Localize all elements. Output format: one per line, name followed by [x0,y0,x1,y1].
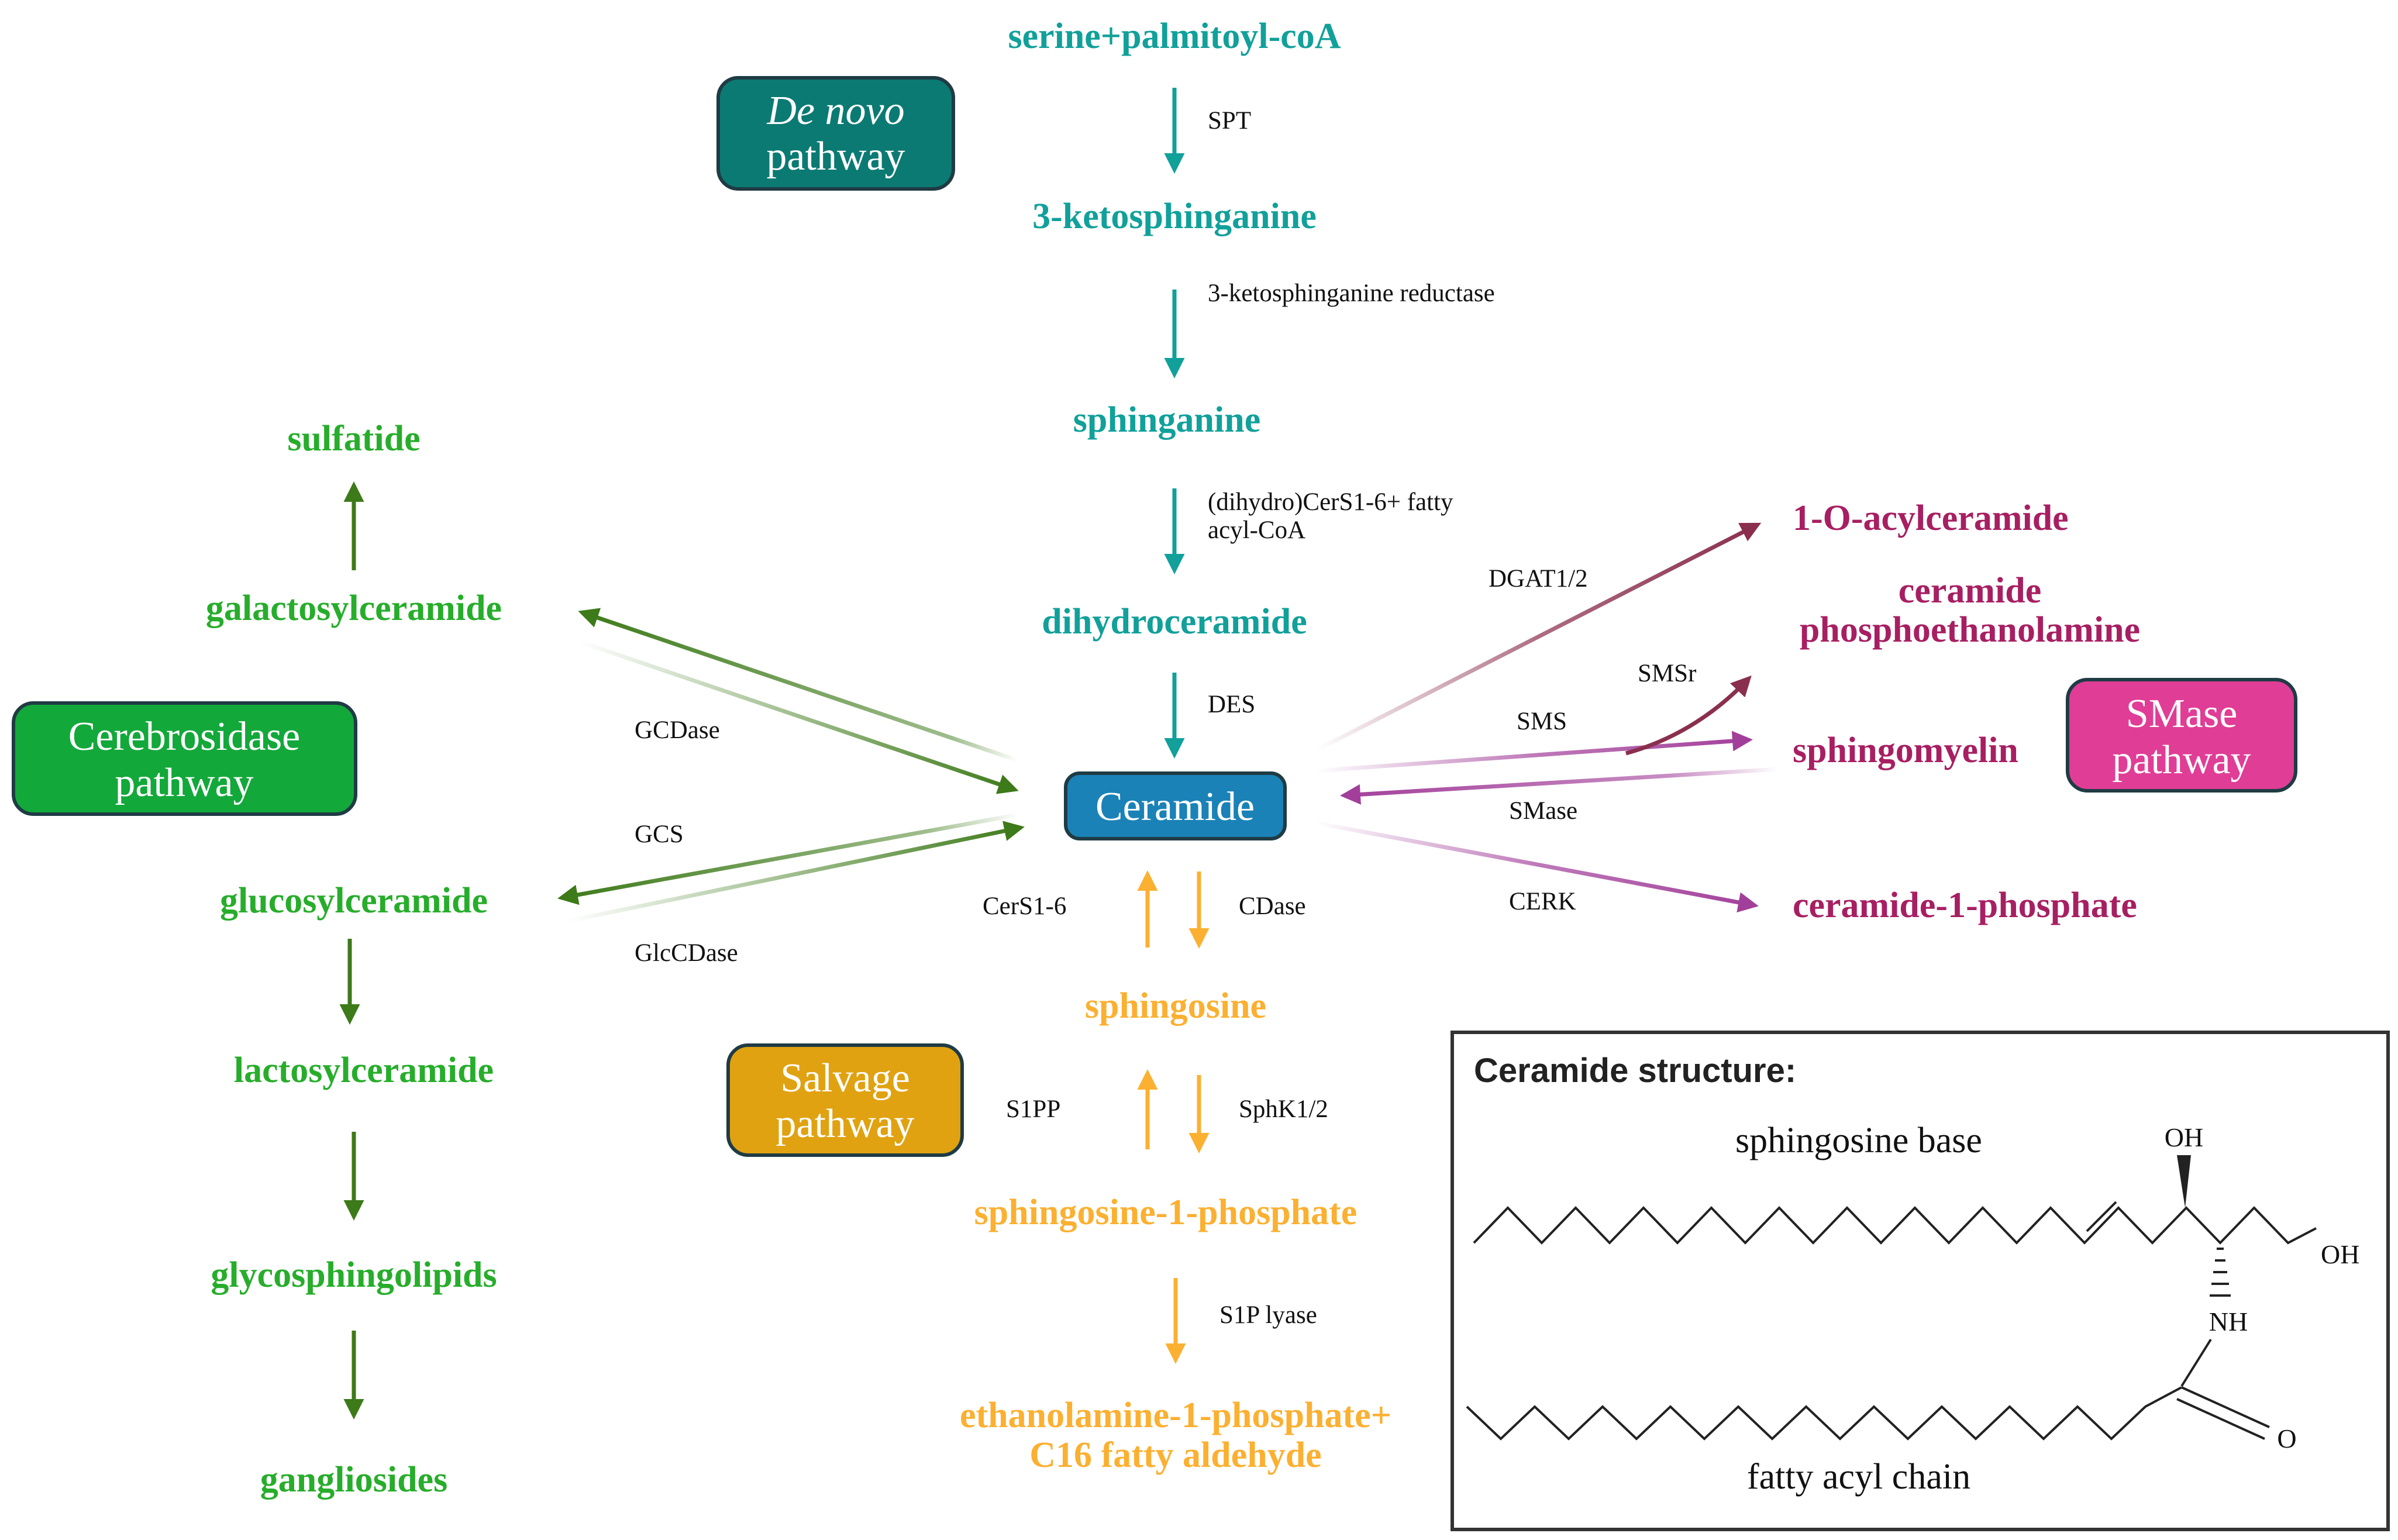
de-novo-chain: serine+palmitoyl-coA SPT 3-ketosphingani… [1008,16,1495,759]
cerk-arrow [1315,821,1759,913]
ceramide-label: Ceramide [1095,784,1255,829]
s1p-lyase-label: S1P lyase [1219,1301,1317,1329]
salvage-chain: CerS1-6 CDase sphingosine S1PP SphK1/2 s… [960,870,1391,1475]
des-label: DES [1208,691,1255,718]
sphingosine-chain [1473,1206,2317,1245]
ceramide-phosphoethanolamine-line1: ceramide [1899,571,2041,611]
smase-chain: 1-O-acylceramide ceramide phosphoethanol… [1315,498,2140,925]
structure-title: Ceramide structure: [1474,1052,1796,1090]
glucosylceramide: glucosylceramide [220,881,488,921]
cerebrosidase-label-line1: Cerebrosidase [68,714,301,759]
glccdase-label: GlcCDase [635,939,738,967]
salvage-pathway-box: Salvage pathway [726,1043,964,1157]
smase-label-line1: SMase [2126,691,2238,736]
ceramide-1-phosphate: ceramide-1-phosphate [1793,886,2137,925]
dgat-label: DGAT1/2 [1489,565,1588,592]
carbonyl-o: O [2277,1424,2296,1453]
oh-top: OH [2165,1122,2203,1152]
oh-wedge-bond [2177,1155,2191,1208]
gcs-label: GCS [635,821,684,848]
galc-synthesis-arrow [578,608,1019,763]
carbonyl-bond-2 [2176,1398,2265,1440]
smsr-arrow [1625,675,1752,756]
gangliosides: gangliosides [260,1460,447,1500]
de-novo-label-line2: pathway [766,134,905,179]
cerebrosidase-label-line2: pathway [115,760,253,805]
c16-fatty-aldehyde-line2: C16 fatty aldehyde [1029,1435,1321,1475]
glycosphingolipids: glycosphingolipids [211,1255,497,1295]
smase-pathway-box: SMase pathway [2066,678,2297,793]
smase-label-line2: pathway [2112,738,2251,783]
sphingomyelin: sphingomyelin [1793,731,2018,770]
lactosylceramide: lactosylceramide [234,1050,494,1090]
spt-label: SPT [1208,107,1251,135]
reductase-label: 3-ketosphinganine reductase [1208,280,1495,307]
sms-arrow [1315,731,1753,773]
ceramide-node: Ceramide [1064,771,1287,840]
fatty-acyl-chain-label: fatty acyl chain [1747,1457,1970,1497]
sms-label: SMS [1517,708,1567,735]
sphinganine: sphinganine [1073,400,1261,440]
cers-dihydro-label-line1: (dihydro)CerS1-6+ fatty [1208,488,1453,516]
sulfatide: sulfatide [287,419,420,459]
gcdase-label: GCDase [635,716,720,744]
1-o-acylceramide: 1-O-acylceramide [1793,498,2069,538]
cerebrosidase-pathway-box: Cerebrosidase pathway [12,701,357,816]
s1pp-label: S1PP [1006,1095,1060,1123]
carbonyl-bond-1 [2181,1386,2270,1428]
cerk-label: CERK [1509,888,1576,915]
fatty-acyl-chain [1466,1386,2182,1441]
ceramide-phosphoethanolamine-line2: phosphoethanolamine [1800,610,2140,650]
oh-right: OH [2321,1239,2359,1269]
de-novo-label-line1: De novo [766,88,904,133]
sphk-label: SphK1/2 [1239,1095,1328,1123]
smase-arrow [1340,767,1779,805]
trans-double-bond [2086,1201,2117,1232]
salvage-label-line2: pathway [776,1101,914,1146]
nh-hash-bond [2210,1248,2231,1297]
smase-enzyme-label: SMase [1509,797,1577,825]
serine-palmitoyl-coa: serine+palmitoyl-coA [1008,16,1341,56]
sphingosine-base-label: sphingosine base [1735,1121,1982,1160]
gcdase-arrow [578,639,1019,794]
nh-label: NH [2209,1307,2248,1336]
ceramide-structure-panel: Ceramide structure: sphingosine base OH … [1450,1031,2390,1531]
cerebrosidase-chain: sulfatide galactosylceramide glucosylcer… [206,419,1025,1500]
n-c-bond [2180,1338,2212,1387]
sphingosine-1-phosphate: sphingosine-1-phosphate [974,1193,1358,1232]
ethanolamine-1-phosphate-line1: ethanolamine-1-phosphate+ [960,1396,1391,1435]
galactosylceramide: galactosylceramide [206,588,502,628]
cdase-label: CDase [1239,893,1306,920]
smsr-label: SMSr [1638,660,1696,687]
gcs-arrow [557,812,1018,905]
cers-salvage-label: CerS1-6 [983,893,1066,920]
glccdase-arrow [567,821,1025,924]
salvage-label-line1: Salvage [780,1056,910,1101]
cers-dihydro-label-line2: acyl-CoA [1208,516,1305,544]
3-ketosphinganine: 3-ketosphinganine [1032,197,1317,236]
sphingosine: sphingosine [1085,986,1266,1026]
dihydroceramide: dihydroceramide [1042,602,1307,642]
dgat-arrow [1315,522,1762,753]
de-novo-pathway-box: De novo pathway [716,76,955,191]
